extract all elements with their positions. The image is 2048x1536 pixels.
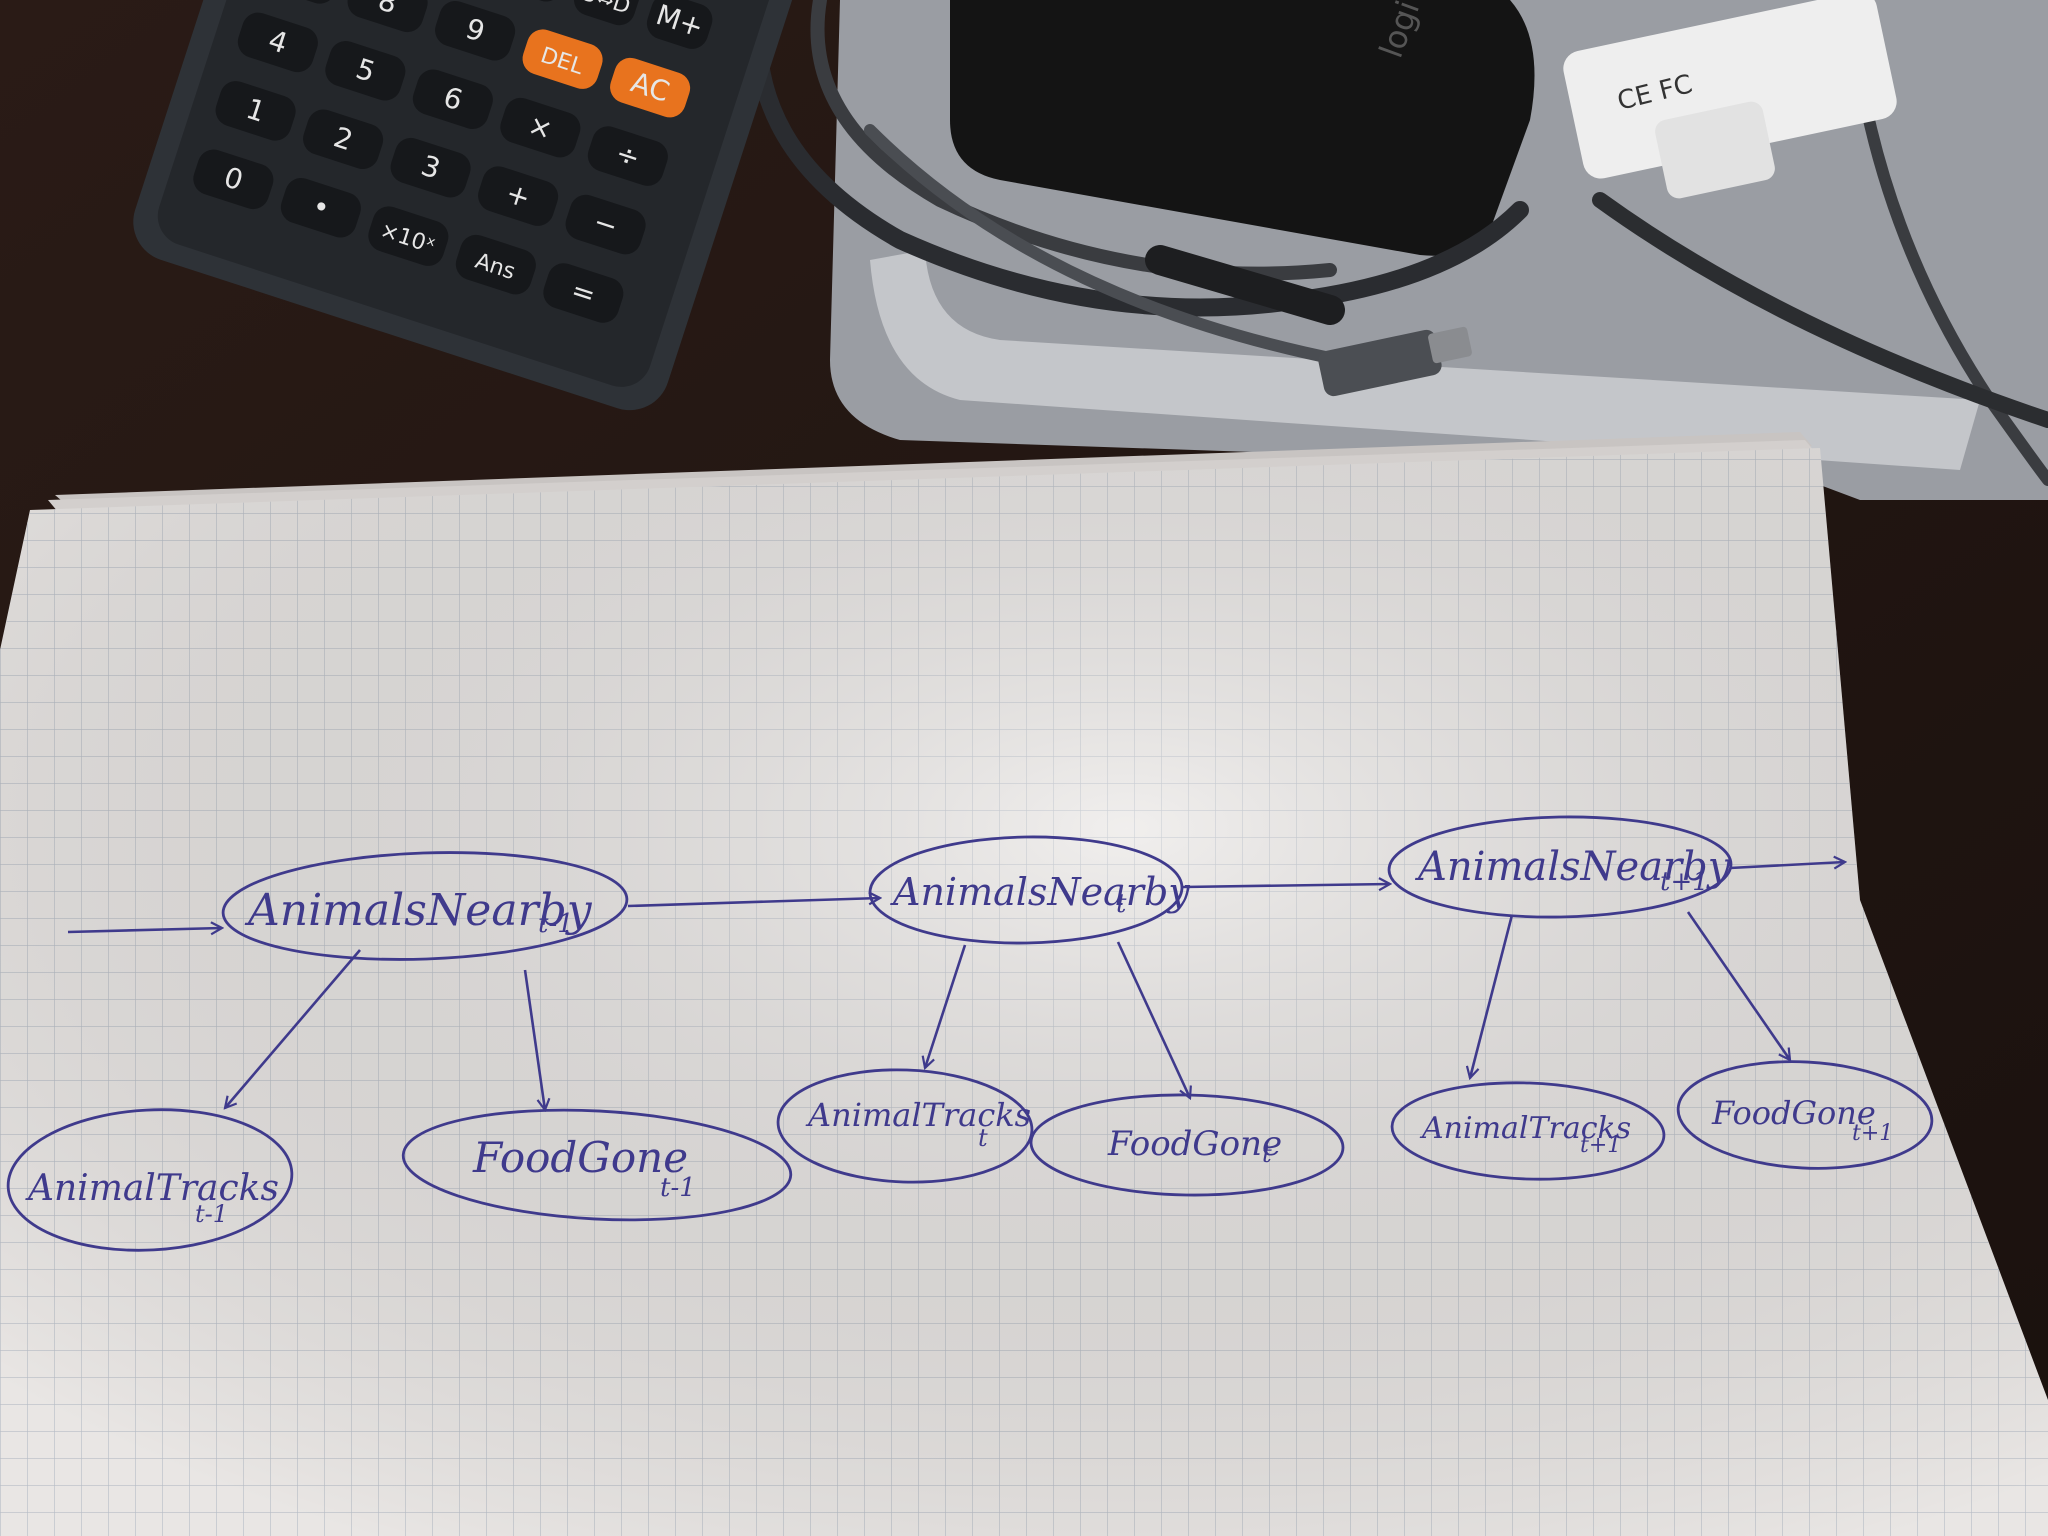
edge-animals-nearby-t-1-to-food-gone-t-1 — [523, 969, 545, 1110]
node-subscript: t-1 — [195, 1200, 228, 1228]
node-subscript: t — [978, 1124, 988, 1152]
calc-key[interactable] — [539, 259, 627, 327]
calc-key[interactable] — [561, 191, 649, 259]
edge-animals-nearby-t-plus-1-to-animal-tracks-t-plus-1 — [1470, 914, 1514, 1078]
node-label: AnimalsNearby — [244, 885, 593, 936]
node-subscript: t-1 — [538, 909, 574, 939]
calc-key[interactable] — [409, 65, 497, 133]
calc-key[interactable] — [321, 37, 409, 105]
edge-animals-nearby-t-to-food-gone-t — [1116, 941, 1190, 1098]
calc-key[interactable] — [643, 0, 717, 53]
node-label: AnimalTracks — [805, 1096, 1031, 1134]
node-food-gone-t-plus-1: FoodGone t+1 — [1676, 1060, 1934, 1170]
calculator: hypsincostanloglnRCLENG()S⇔DM+789DELAC45… — [133, 0, 806, 411]
node-subscript: t+1 — [1660, 867, 1709, 897]
node-label: FoodGone — [1107, 1124, 1282, 1164]
edge-animals-nearby-t-plus-1-to-food-gone-t-plus-1 — [1686, 911, 1790, 1060]
node-label: AnimalTracks — [1419, 1111, 1631, 1146]
node-label: AnimalsNearby — [890, 870, 1190, 914]
calc-key[interactable] — [474, 162, 562, 230]
calc-key[interactable] — [299, 105, 387, 173]
node-label: AnimalsNearby — [1414, 844, 1732, 890]
node-label: FoodGone — [1711, 1094, 1876, 1132]
node-label: AnimalTracks — [25, 1168, 279, 1209]
node-animal-tracks-t-plus-1: AnimalTracks t+1 — [1390, 1081, 1666, 1181]
edge-animals-nearby-t-to-animal-tracks-t — [925, 944, 967, 1068]
node-animals-nearby-t: AnimalsNearby t — [868, 835, 1190, 945]
calc-key[interactable] — [570, 0, 644, 29]
edge-animals-nearby-t-plus-1-outgoing — [1729, 862, 1845, 868]
dbn-diagram: AnimalsNearby t-1 AnimalsNearby t Animal… — [6, 815, 1934, 1252]
node-subscript: t — [1116, 889, 1127, 919]
charger: CE FC — [1563, 0, 1897, 199]
edge-incoming-to-animals-nearby-t-1 — [67, 928, 222, 932]
node-animals-nearby-t-plus-1: AnimalsNearby t+1 — [1387, 815, 1733, 919]
calc-key[interactable] — [606, 54, 694, 122]
edge-animals-nearby-t-to-animals-nearby-t-plus-1 — [1182, 884, 1390, 887]
edge-animals-nearby-t-1-to-animals-nearby-t — [627, 898, 880, 908]
logi-device: logi — [950, 0, 1535, 256]
node-animal-tracks-t: AnimalTracks t — [776, 1068, 1034, 1184]
node-food-gone-t: FoodGone t — [1029, 1093, 1345, 1197]
calc-key[interactable] — [234, 8, 322, 76]
node-animal-tracks-t-1: AnimalTracks t-1 — [6, 1108, 294, 1252]
calculator-keypad: hypsincostanloglnRCLENG()S⇔DM+789DELAC45… — [189, 0, 717, 327]
edge-animals-nearby-t-1-to-animal-tracks-t-1 — [225, 949, 361, 1108]
node-subscript: t+1 — [1580, 1133, 1621, 1158]
graph-paper — [0, 448, 2048, 1536]
node-animals-nearby-t-1: AnimalsNearby t-1 — [221, 851, 629, 961]
calc-key[interactable] — [386, 134, 474, 202]
calc-key[interactable] — [211, 77, 299, 145]
node-subscript: t — [1262, 1140, 1272, 1168]
node-subscript: t-1 — [660, 1173, 696, 1203]
calc-key[interactable] — [277, 174, 365, 242]
calc-key[interactable] — [343, 0, 431, 36]
calc-key[interactable] — [518, 25, 606, 93]
calc-key[interactable] — [452, 231, 540, 299]
calc-key[interactable] — [496, 94, 584, 162]
node-subscript: t+1 — [1852, 1121, 1893, 1146]
calc-key[interactable] — [431, 0, 519, 65]
node-food-gone-t-1: FoodGone t-1 — [401, 1108, 793, 1222]
node-label: FoodGone — [472, 1133, 688, 1182]
notepad-stack — [48, 432, 1815, 512]
calc-key[interactable] — [364, 202, 452, 270]
calc-key[interactable] — [189, 145, 277, 213]
calc-key[interactable] — [584, 122, 672, 190]
